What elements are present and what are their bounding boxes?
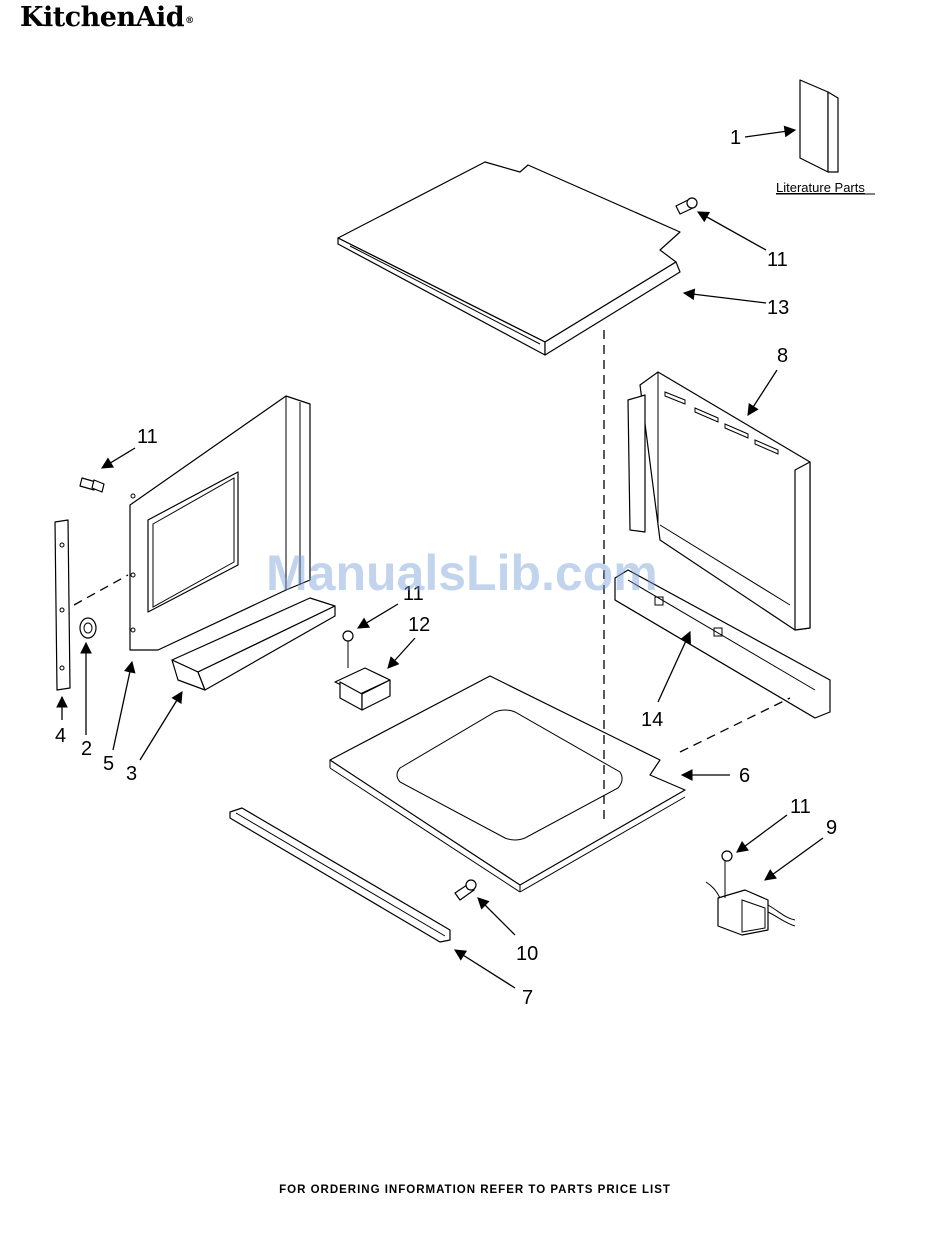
callout-10: 10 [516, 943, 538, 965]
callout-11-right: 11 [790, 796, 811, 818]
callout-11-left: 11 [137, 426, 158, 448]
literature-parts-label: Literature Parts [776, 180, 865, 195]
alignment-line-right [680, 698, 790, 752]
part-control-box [335, 631, 390, 710]
callout-14: 14 [641, 709, 663, 731]
callout-4: 4 [55, 725, 66, 747]
part-grommet [80, 618, 96, 638]
callout-3: 3 [126, 763, 137, 785]
callout-2: 2 [81, 738, 92, 760]
part-top-panel [338, 162, 680, 355]
part-screw-top [676, 198, 697, 214]
part-transformer [706, 851, 795, 935]
part-bottom-panel [330, 676, 685, 892]
part-literature-booklet [800, 80, 838, 172]
part-vertical-rail [55, 520, 70, 690]
callout-9: 9 [826, 817, 837, 839]
alignment-line-left [74, 575, 128, 605]
callout-6: 6 [739, 765, 750, 787]
callout-12: 12 [408, 614, 430, 636]
part-front-trim-strip [230, 808, 450, 942]
callout-8: 8 [777, 345, 788, 367]
callout-5: 5 [103, 753, 114, 775]
part-screw-bottom [455, 880, 476, 900]
footer-note: FOR ORDERING INFORMATION REFER TO PARTS … [0, 1184, 950, 1196]
callout-11-top: 11 [767, 249, 788, 271]
part-screw-left [80, 478, 104, 492]
callout-1: 1 [730, 127, 741, 149]
callout-13: 13 [767, 297, 789, 319]
watermark: ManualsLib.com [266, 544, 658, 602]
callout-7: 7 [522, 987, 533, 1009]
